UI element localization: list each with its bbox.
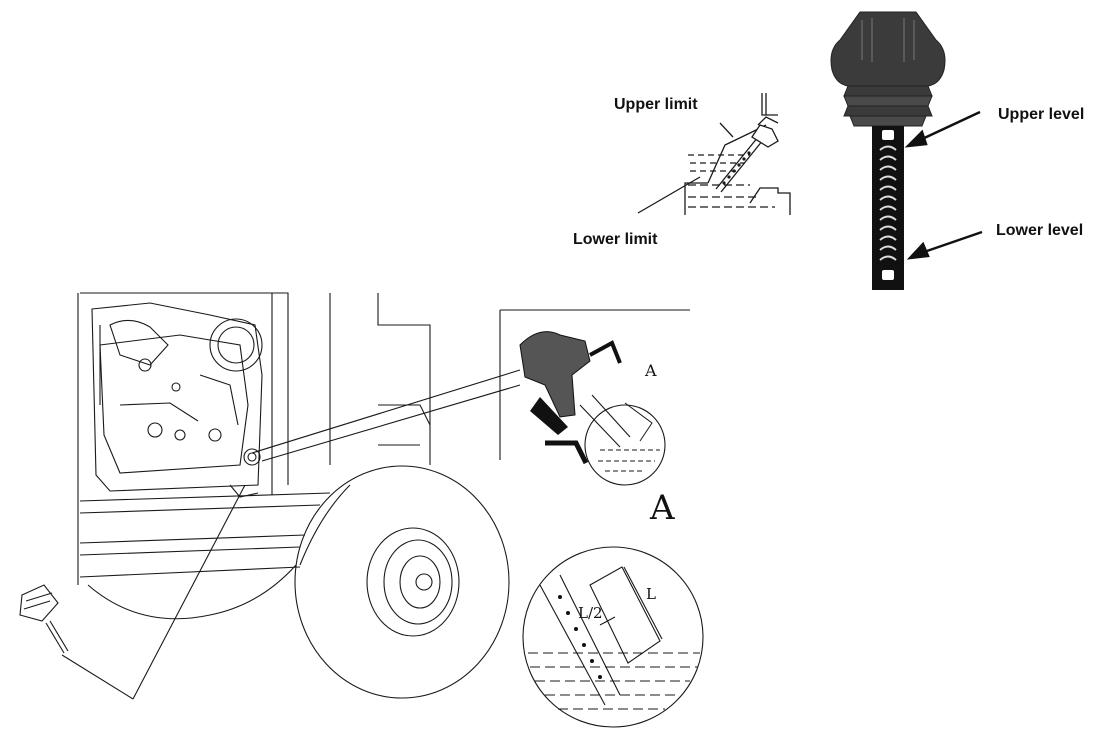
upper-level-label: Upper level	[998, 106, 1085, 123]
lower-limit-label: Lower limit	[573, 231, 658, 248]
filler-crosssection-illustration	[637, 93, 791, 215]
lower-level-label: Lower level	[996, 222, 1084, 239]
length-label: L	[646, 585, 656, 603]
upper-limit-label: Upper limit	[614, 96, 698, 113]
detail-marker-large: A	[650, 488, 675, 528]
half-length-label: L/2	[578, 604, 603, 622]
dipstick-photo-illustration	[830, 11, 983, 290]
generator-line-drawing	[19, 292, 704, 728]
detail-marker-small: A	[645, 361, 657, 380]
